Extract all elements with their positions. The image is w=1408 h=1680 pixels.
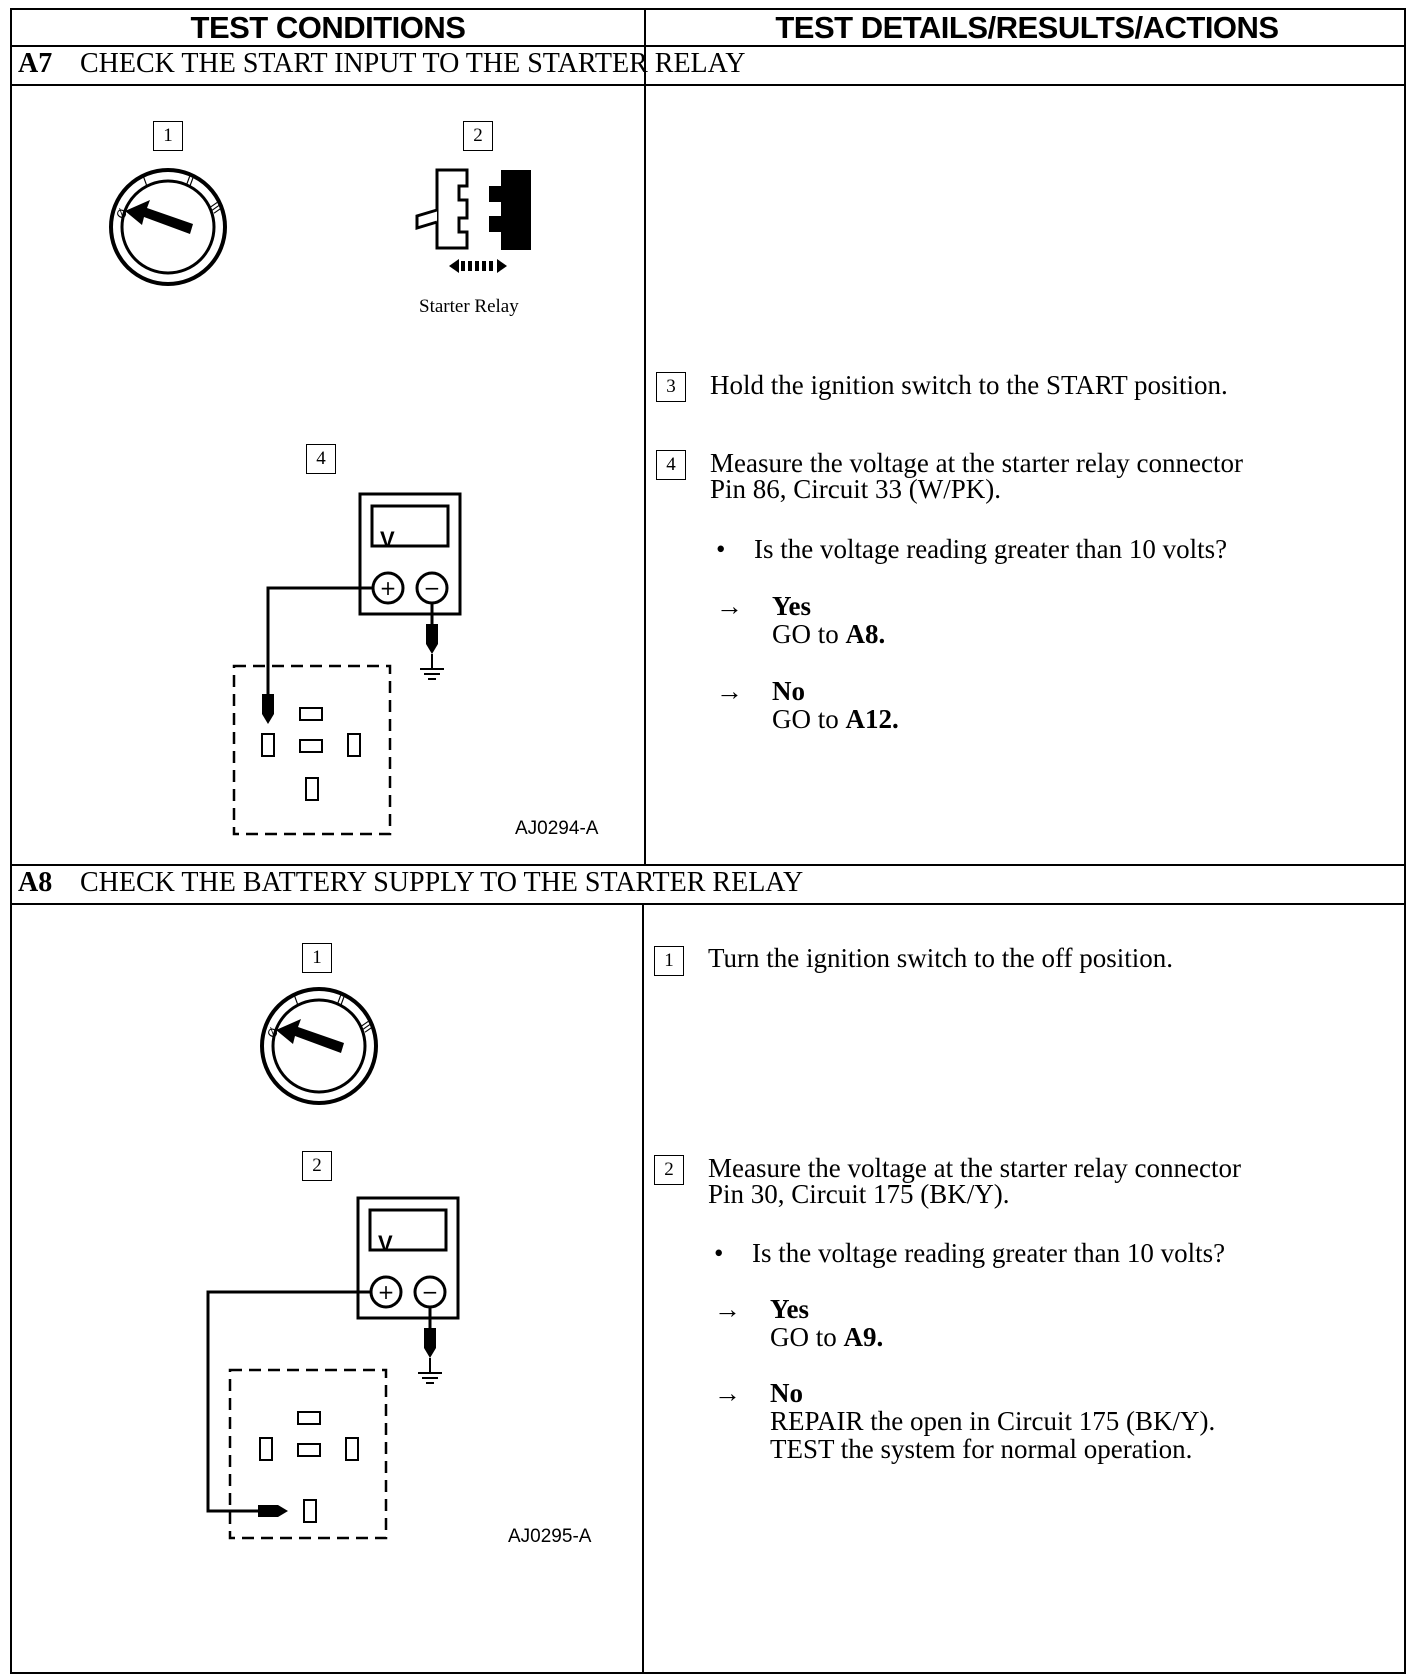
meter-label: V <box>380 527 395 552</box>
yes-action: GO to A8. <box>772 619 885 650</box>
yes-label: Yes <box>770 1294 809 1324</box>
meter-label: V <box>378 1231 393 1256</box>
column-divider <box>642 903 644 1674</box>
column-divider <box>644 8 646 866</box>
figure-id: AJ0295-A <box>508 1526 592 1547</box>
svg-text:+: + <box>380 576 397 600</box>
voltmeter-probe-diagram-a8: + − <box>206 1196 460 1540</box>
section-title-a8: A8 CHECK THE BATTERY SUPPLY TO THE STARTE… <box>18 868 803 898</box>
svg-text:I: I <box>141 174 149 188</box>
svg-text:+: + <box>378 1280 395 1304</box>
divider <box>10 84 1406 86</box>
step-number: 2 <box>654 1155 684 1185</box>
no-label: No <box>772 676 805 706</box>
callout-1: 1 <box>302 943 332 973</box>
header-test-details: TEST DETAILS/RESULTS/ACTIONS <box>775 10 1279 45</box>
svg-text:−: − <box>424 576 441 600</box>
section-title-text: CHECK THE START INPUT TO THE STARTER REL… <box>80 48 746 79</box>
svg-text:II: II <box>184 174 195 190</box>
step-number: 1 <box>654 946 684 976</box>
action-text: GO to <box>770 1322 837 1352</box>
step-text-line-2: Pin 30, Circuit 175 (BK/Y). <box>708 1179 1010 1209</box>
yes-label: Yes <box>772 591 811 621</box>
no-action-line-1: REPAIR the open in Circuit 175 (BK/Y). <box>770 1406 1216 1436</box>
step-number: 4 <box>656 450 686 480</box>
action-target: A12. <box>845 704 899 734</box>
bullet: • <box>716 534 726 564</box>
step-text: Turn the ignition switch to the off posi… <box>708 943 1174 973</box>
section-id: A8 <box>18 867 53 898</box>
action-target: A8. <box>845 619 886 649</box>
table-frame <box>10 8 1406 1674</box>
diagnostic-page: TEST CONDITIONS TEST DETAILS/RESULTS/ACT… <box>10 8 1408 1676</box>
callout-2: 2 <box>302 1151 332 1181</box>
action-target: A9. <box>843 1322 884 1352</box>
arrow-icon: → <box>714 1378 741 1408</box>
svg-text:I: I <box>292 993 300 1007</box>
bullet: • <box>714 1238 724 1268</box>
voltmeter-probe-diagram-a7: + − <box>232 492 462 836</box>
starter-relay-connector-icon <box>415 168 531 273</box>
section-title-text: CHECK THE BATTERY SUPPLY TO THE STARTER … <box>80 867 804 898</box>
no-label: No <box>770 1378 803 1408</box>
callout-4: 4 <box>306 444 336 474</box>
action-text: GO to <box>772 704 839 734</box>
arrow-icon: → <box>714 1294 741 1324</box>
callout-1: 1 <box>153 121 183 151</box>
ignition-switch-icon: Ø I II III <box>109 168 227 286</box>
no-action-line-2: TEST the system for normal operation. <box>770 1434 1193 1464</box>
divider <box>10 903 1406 905</box>
callout-2: 2 <box>463 121 493 151</box>
svg-text:−: − <box>422 1280 439 1304</box>
step-number: 3 <box>656 372 686 402</box>
starter-relay-label: Starter Relay <box>419 296 519 317</box>
arrow-icon: → <box>716 676 743 706</box>
header-test-conditions: TEST CONDITIONS <box>190 10 466 45</box>
question-text: Is the voltage reading greater than 10 v… <box>752 1238 1226 1268</box>
step-text-line-2: Pin 86, Circuit 33 (W/PK). <box>710 474 1001 504</box>
svg-text:II: II <box>335 993 346 1009</box>
arrow-icon: → <box>716 591 743 621</box>
yes-action: GO to A9. <box>770 1322 883 1353</box>
section-id: A7 <box>18 48 53 79</box>
step-text-line-1: Measure the voltage at the starter relay… <box>710 448 1243 478</box>
figure-id: AJ0294-A <box>515 818 599 839</box>
divider <box>10 864 1406 866</box>
step-text: Hold the ignition switch to the START po… <box>710 370 1228 400</box>
divider <box>10 45 1406 47</box>
section-title-a7: A7 CHECK THE START INPUT TO THE STARTER R… <box>18 49 746 79</box>
step-text-line-1: Measure the voltage at the starter relay… <box>708 1153 1241 1183</box>
action-text: GO to <box>772 619 839 649</box>
ignition-switch-icon: Ø I II III <box>260 987 378 1105</box>
question-text: Is the voltage reading greater than 10 v… <box>754 534 1228 564</box>
no-action: GO to A12. <box>772 704 899 735</box>
